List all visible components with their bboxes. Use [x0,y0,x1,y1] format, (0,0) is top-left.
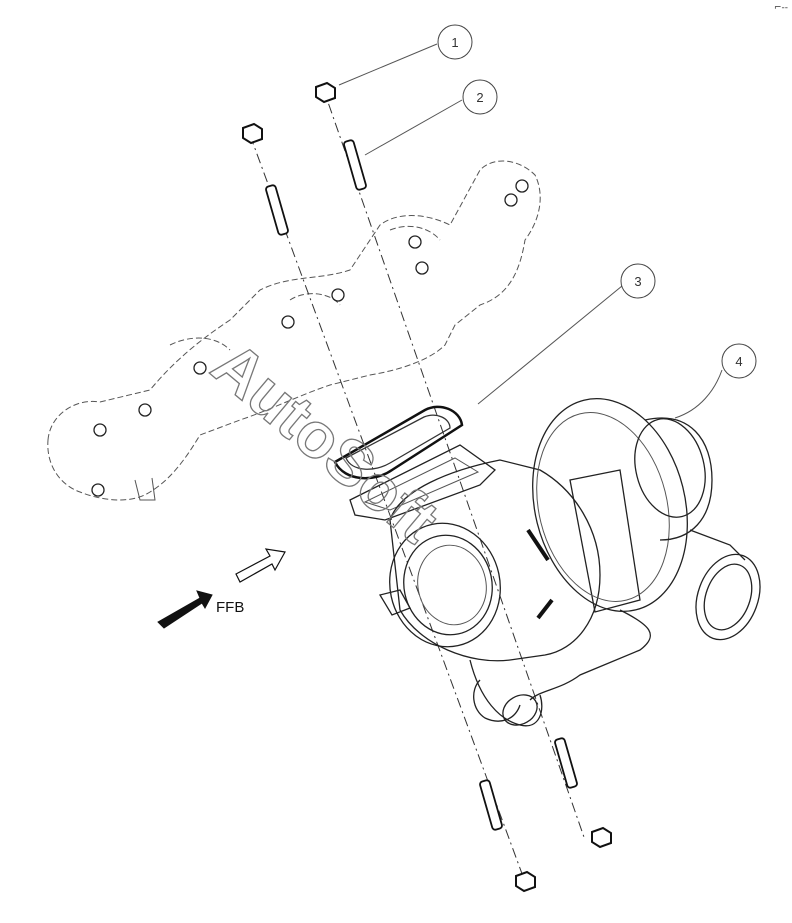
callout-2: 2 [364,79,498,156]
nut-1 [315,81,336,104]
callout-3-label: 3 [634,274,641,289]
corner-mark: ⌐-- [774,3,788,13]
autosoft-watermark: AutoSoft [199,328,452,557]
stud-bottom-right [554,737,578,789]
ffb-label: FFB [216,599,244,616]
exhaust-manifold [47,160,541,501]
callout-4: 4 [674,343,757,419]
callout-4-label: 4 [735,354,742,369]
callout-2-label: 2 [476,90,483,105]
stud-2 [343,139,367,191]
stud-axis-left [249,134,529,891]
callout-1-label: 1 [451,35,458,50]
stud-bottom-left [479,779,503,831]
nut-bottom-right [591,826,612,849]
callout-1: 1 [338,24,473,86]
nut-bottom-left [515,870,536,893]
stud-top-left [265,184,289,236]
callout-3: 3 [477,263,656,405]
ffb-direction-arrow: FFB [157,548,286,629]
turbocharger [349,397,761,727]
gasket [333,405,464,480]
nut-top-left [242,122,263,145]
